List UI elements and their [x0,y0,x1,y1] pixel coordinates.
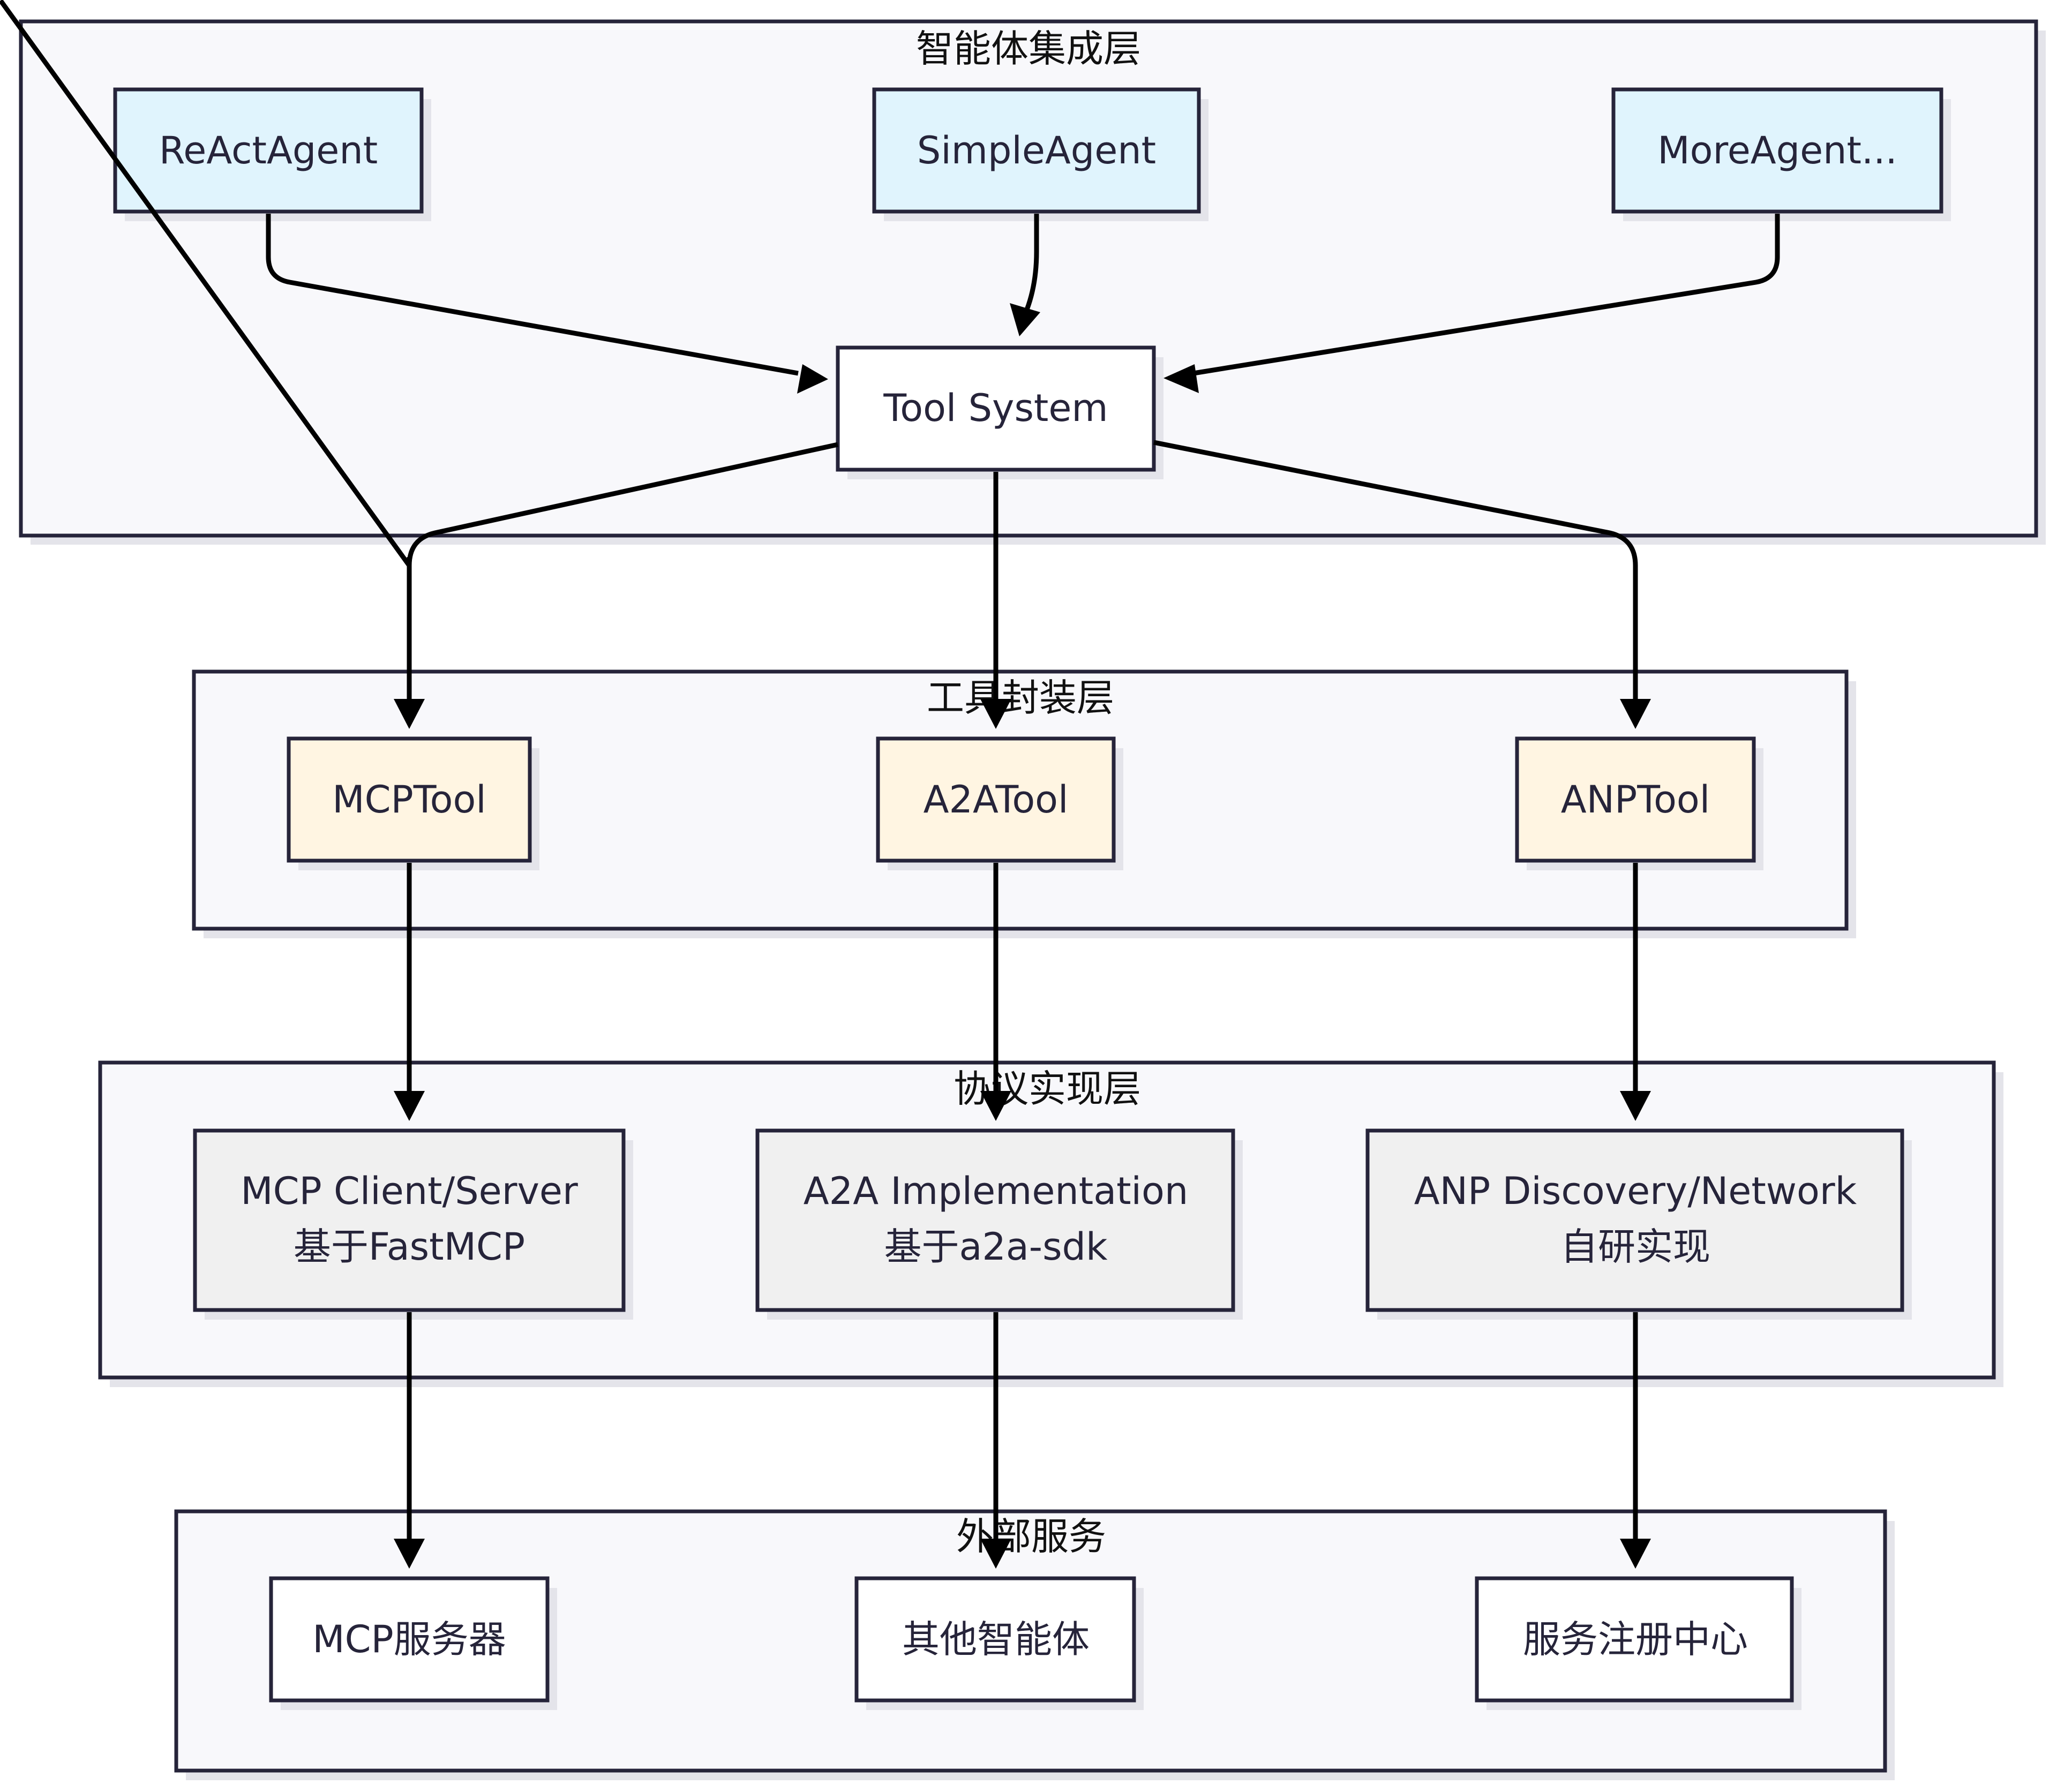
arrowhead [980,699,1011,729]
arrowhead [394,1539,425,1569]
layer-title-external: 外部服务 [956,1515,1106,1558]
node-label: Tool System [883,386,1108,430]
edge-toolsystem-to-a2atool [980,472,1011,729]
node-a2a-impl: A2A Implementation 基于a2a-sdk [755,1128,1243,1320]
node-label-line1: A2A Implementation [804,1169,1188,1213]
node-other-agents: 其他智能体 [854,1576,1144,1710]
node-label: SimpleAgent [917,129,1156,172]
layer-title-protocol: 协议实现层 [954,1067,1141,1111]
arrowhead [797,364,828,394]
arrowhead [1620,699,1651,729]
node-label: MoreAgent... [1657,129,1897,172]
edge-more-to-toolsystem [1163,214,1780,393]
node-simple-agent: SimpleAgent [872,87,1208,221]
node-label-line1: ANP Discovery/Network [1414,1169,1857,1213]
node-react-agent: ReActAgent [113,87,431,221]
edges [0,0,1780,1569]
node-anp-impl: ANP Discovery/Network 自研实现 [1365,1128,1912,1320]
edge-a2aimpl-to-otheragents [980,1312,1011,1569]
edge-anptool-to-anpimpl [1620,863,1651,1121]
arrowhead [980,1539,1011,1569]
edge-a2atool-to-a2aimpl [980,863,1011,1121]
node-mcp-server: MCP服务器 [269,1576,557,1710]
edge-simple-to-toolsystem [1010,214,1040,336]
node-label-line1: MCP Client/Server [241,1169,578,1213]
node-label: 其他智能体 [902,1617,1090,1661]
layer-title-integration: 智能体集成层 [916,27,1141,71]
node-more-agent: MoreAgent... [1611,87,1951,221]
edge-react-to-toolsystem [266,214,828,394]
node-label: 服务注册中心 [1523,1617,1748,1661]
arrowhead [1163,364,1199,393]
node-tool-system: Tool System [836,345,1163,479]
edge-mcpimpl-to-mcpserver [394,1312,425,1569]
edge-anpimpl-to-registry [1620,1312,1651,1569]
node-label-line2: 基于FastMCP [294,1225,525,1269]
arrowhead [394,1091,425,1121]
node-mcp-impl: MCP Client/Server 基于FastMCP [193,1128,633,1320]
arrowhead [1010,303,1040,336]
node-service-registry: 服务注册中心 [1475,1576,1801,1710]
node-label: MCPTool [332,778,486,822]
edge-mcptool-to-mcpimpl [394,863,425,1121]
node-label-line2: 基于a2a-sdk [884,1225,1107,1269]
node-label-line2: 自研实现 [1560,1225,1710,1269]
node-label: ANPTool [1561,778,1710,822]
node-mcp-tool: MCPTool [287,736,539,870]
arrowhead [1620,1539,1651,1569]
layer-title-wrapper: 工具封装层 [927,676,1114,720]
node-anp-tool: ANPTool [1515,736,1763,870]
arrowhead [1620,1091,1651,1121]
node-label: A2ATool [924,778,1069,822]
arrowhead [980,1091,1011,1121]
node-a2a-tool: A2ATool [876,736,1123,870]
edge-toolsystem-to-anptool [1153,440,1651,729]
node-label: MCP服务器 [312,1617,506,1661]
arrowhead [394,699,425,729]
node-label: ReActAgent [159,129,378,172]
edge-toolsystem-to-mcptool [0,0,838,729]
